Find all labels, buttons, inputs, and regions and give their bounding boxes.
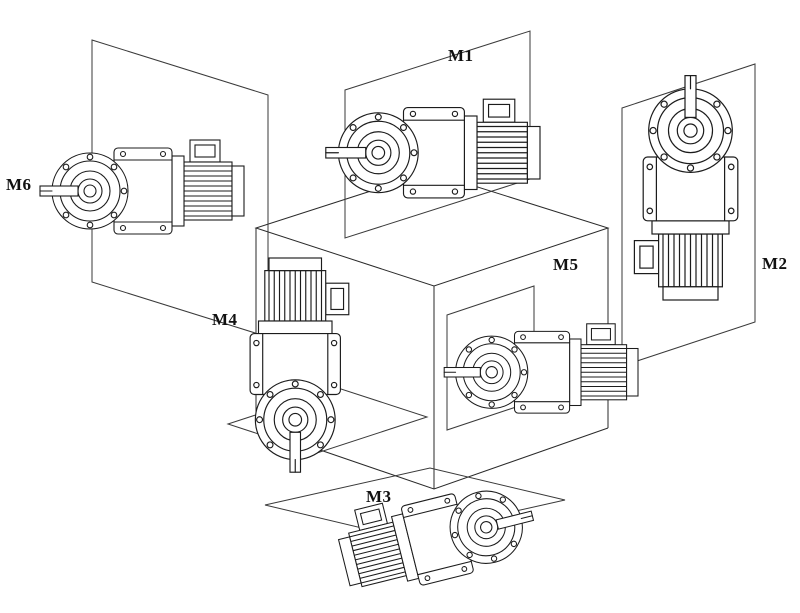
label-m1: M1 (448, 46, 474, 65)
label-m4: M4 (212, 310, 238, 329)
gearmotor-m3 (332, 468, 543, 603)
label-m6: M6 (6, 175, 32, 194)
gearmotor-m4 (249, 257, 350, 473)
mounting-plane-m2 (621, 63, 756, 367)
gearmotor-m2 (633, 74, 739, 301)
gearmotor-m1 (325, 98, 541, 199)
gearmotor-m6 (39, 139, 245, 235)
label-m3: M3 (366, 487, 392, 506)
gearmotor-m5 (443, 323, 639, 414)
label-m2: M2 (762, 254, 788, 273)
label-m5: M5 (553, 255, 579, 274)
mounting-plane-m3 (264, 467, 566, 538)
